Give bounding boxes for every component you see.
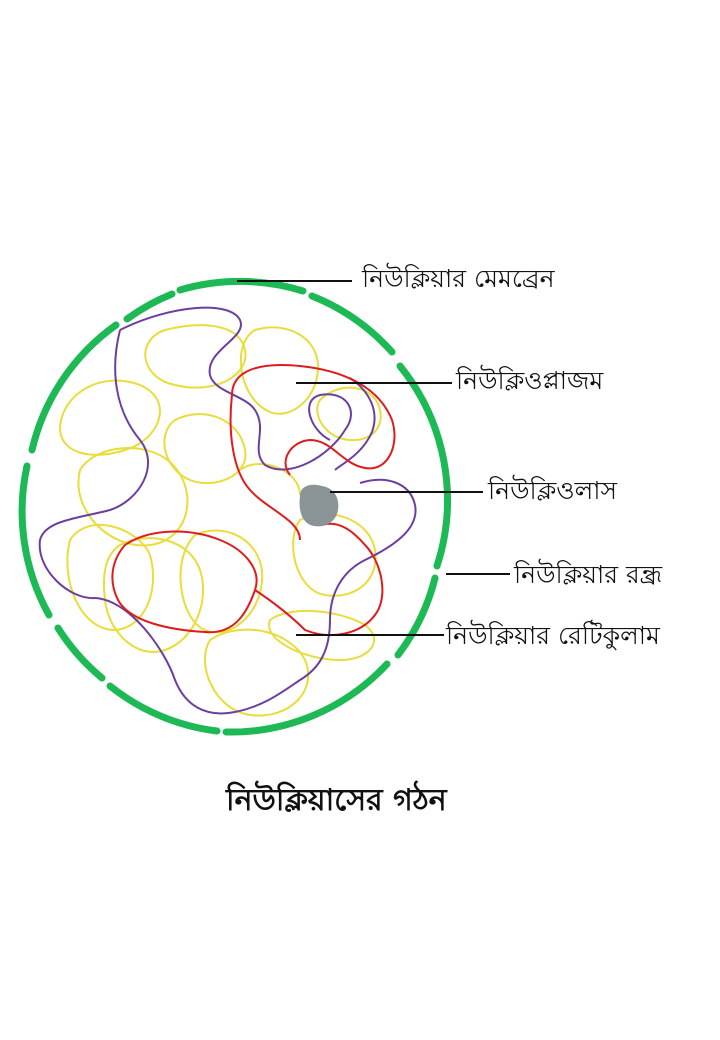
membrane-segment [18,462,53,619]
membrane-segment [308,292,396,356]
nuclear-membrane [18,277,451,736]
reticulum-red-threads [111,364,396,636]
reticulum-label: নিউক্লিয়ার রেটিকুলাম [446,621,660,650]
yellow-thread [59,379,161,456]
purple-thread [119,306,352,471]
yellow-thread [239,463,301,496]
yellow-thread [204,628,310,717]
red-thread [254,522,384,636]
purple-thread [38,329,150,600]
yellow-thread [268,610,376,661]
membrane-segment [54,624,106,682]
red-thread [229,394,301,541]
membrane-label: নিউক্লিয়ার মেমব্রেন [362,264,555,293]
membrane-segment [28,321,120,454]
yellow-thread [292,513,377,597]
reticulum-yellow-threads [59,324,382,717]
nucleolus-label: নিউক্লিওলাস [488,476,618,505]
yellow-thread [163,413,247,485]
membrane-segment [396,362,451,570]
yellow-thread [239,326,320,415]
yellow-thread [179,529,264,634]
membrane-segment [176,277,307,295]
reticulum-purple-threads [38,306,417,715]
diagram-caption: নিউক্লিয়াসের গঠন [226,783,447,818]
membrane-segment [123,290,176,323]
pore-label: নিউক্লিয়ার রন্ধ্র [514,560,663,589]
yellow-thread [66,523,155,631]
membrane-segment [222,660,391,736]
nucleolus [299,484,339,527]
yellow-thread [102,537,205,653]
membrane-segment [106,682,221,735]
purple-thread [334,377,376,471]
red-thread [231,364,396,476]
yellow-thread [77,447,189,547]
purple-thread [94,478,417,715]
yellow-thread [316,386,382,442]
membrane-segment [394,574,439,659]
yellow-thread [144,324,247,389]
leader-lines [237,280,510,636]
nucleoplasm-label: নিউক্লিওপ্লাজম [456,366,604,395]
red-thread [111,530,258,634]
